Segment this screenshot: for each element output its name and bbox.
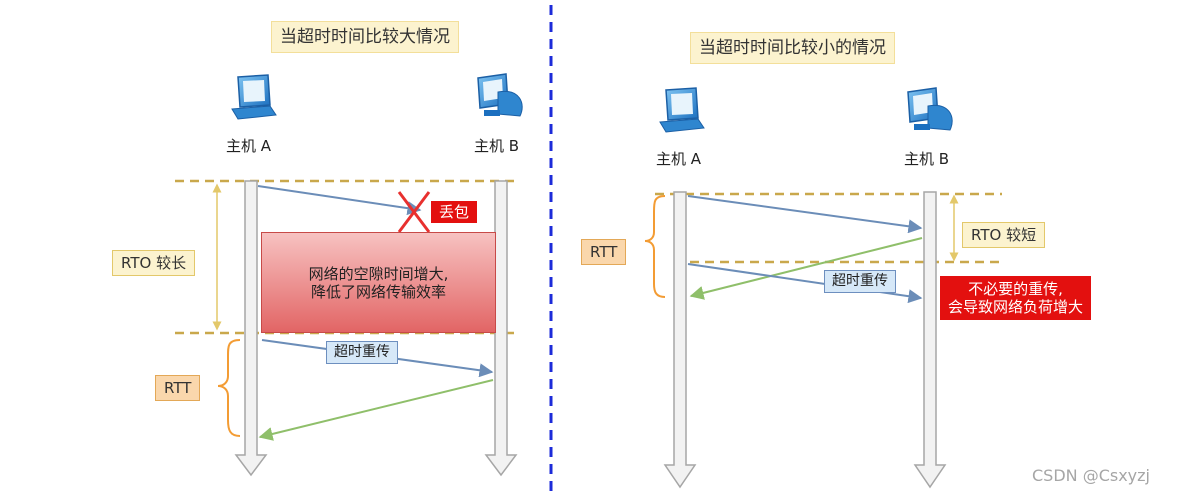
rtt-brace — [217, 339, 241, 437]
retransmit-label: 超时重传 — [824, 270, 896, 293]
efficiency-note-line2: 降低了网络传输效率 — [310, 282, 446, 301]
timeline-host-b — [913, 191, 947, 489]
ack-return — [689, 237, 923, 300]
timeline-host-b — [484, 180, 518, 477]
rto-short-label: RTO 较短 — [962, 222, 1046, 248]
watermark: CSDN @Csxyzj — [1032, 466, 1150, 485]
efficiency-note-line1: 网络的空隙时间增大, — [308, 264, 449, 283]
packet-loss-label: 丢包 — [431, 201, 478, 223]
rtt-brace — [644, 195, 666, 298]
ack-return — [258, 379, 494, 441]
rto-long-label: RTO 较长 — [112, 250, 196, 276]
host-b-label: 主机 B — [904, 150, 950, 168]
host-a-label: 主机 A — [656, 150, 702, 168]
host-a-label: 主机 A — [226, 137, 272, 155]
efficiency-note-box: 网络的空隙时间增大, 降低了网络传输效率 — [261, 232, 496, 333]
desktop-computer-icon — [477, 73, 523, 117]
host-b-label: 主机 B — [474, 137, 520, 155]
packet-loss-cross — [397, 191, 431, 233]
unnecessary-note-line2: 会导致网络负荷增大 — [948, 298, 1084, 316]
left-panel-title: 当超时时间比较大情况 — [271, 21, 459, 54]
packet-send-lost — [257, 185, 422, 216]
unnecessary-note-line1: 不必要的重传, — [968, 280, 1063, 298]
unnecessary-retransmit-note: 不必要的重传, 会导致网络负荷增大 — [940, 276, 1092, 320]
right-panel-title: 当超时时间比较小的情况 — [690, 32, 895, 65]
retransmit-label: 超时重传 — [326, 341, 398, 364]
laptop-icon — [659, 87, 705, 133]
desktop-computer-icon — [907, 87, 953, 131]
packet-send — [687, 195, 923, 234]
timeline-host-a — [234, 180, 268, 477]
timeline-host-a — [663, 191, 697, 489]
laptop-icon — [231, 74, 277, 120]
rtt-label: RTT — [155, 375, 201, 401]
rtt-label: RTT — [581, 239, 627, 265]
